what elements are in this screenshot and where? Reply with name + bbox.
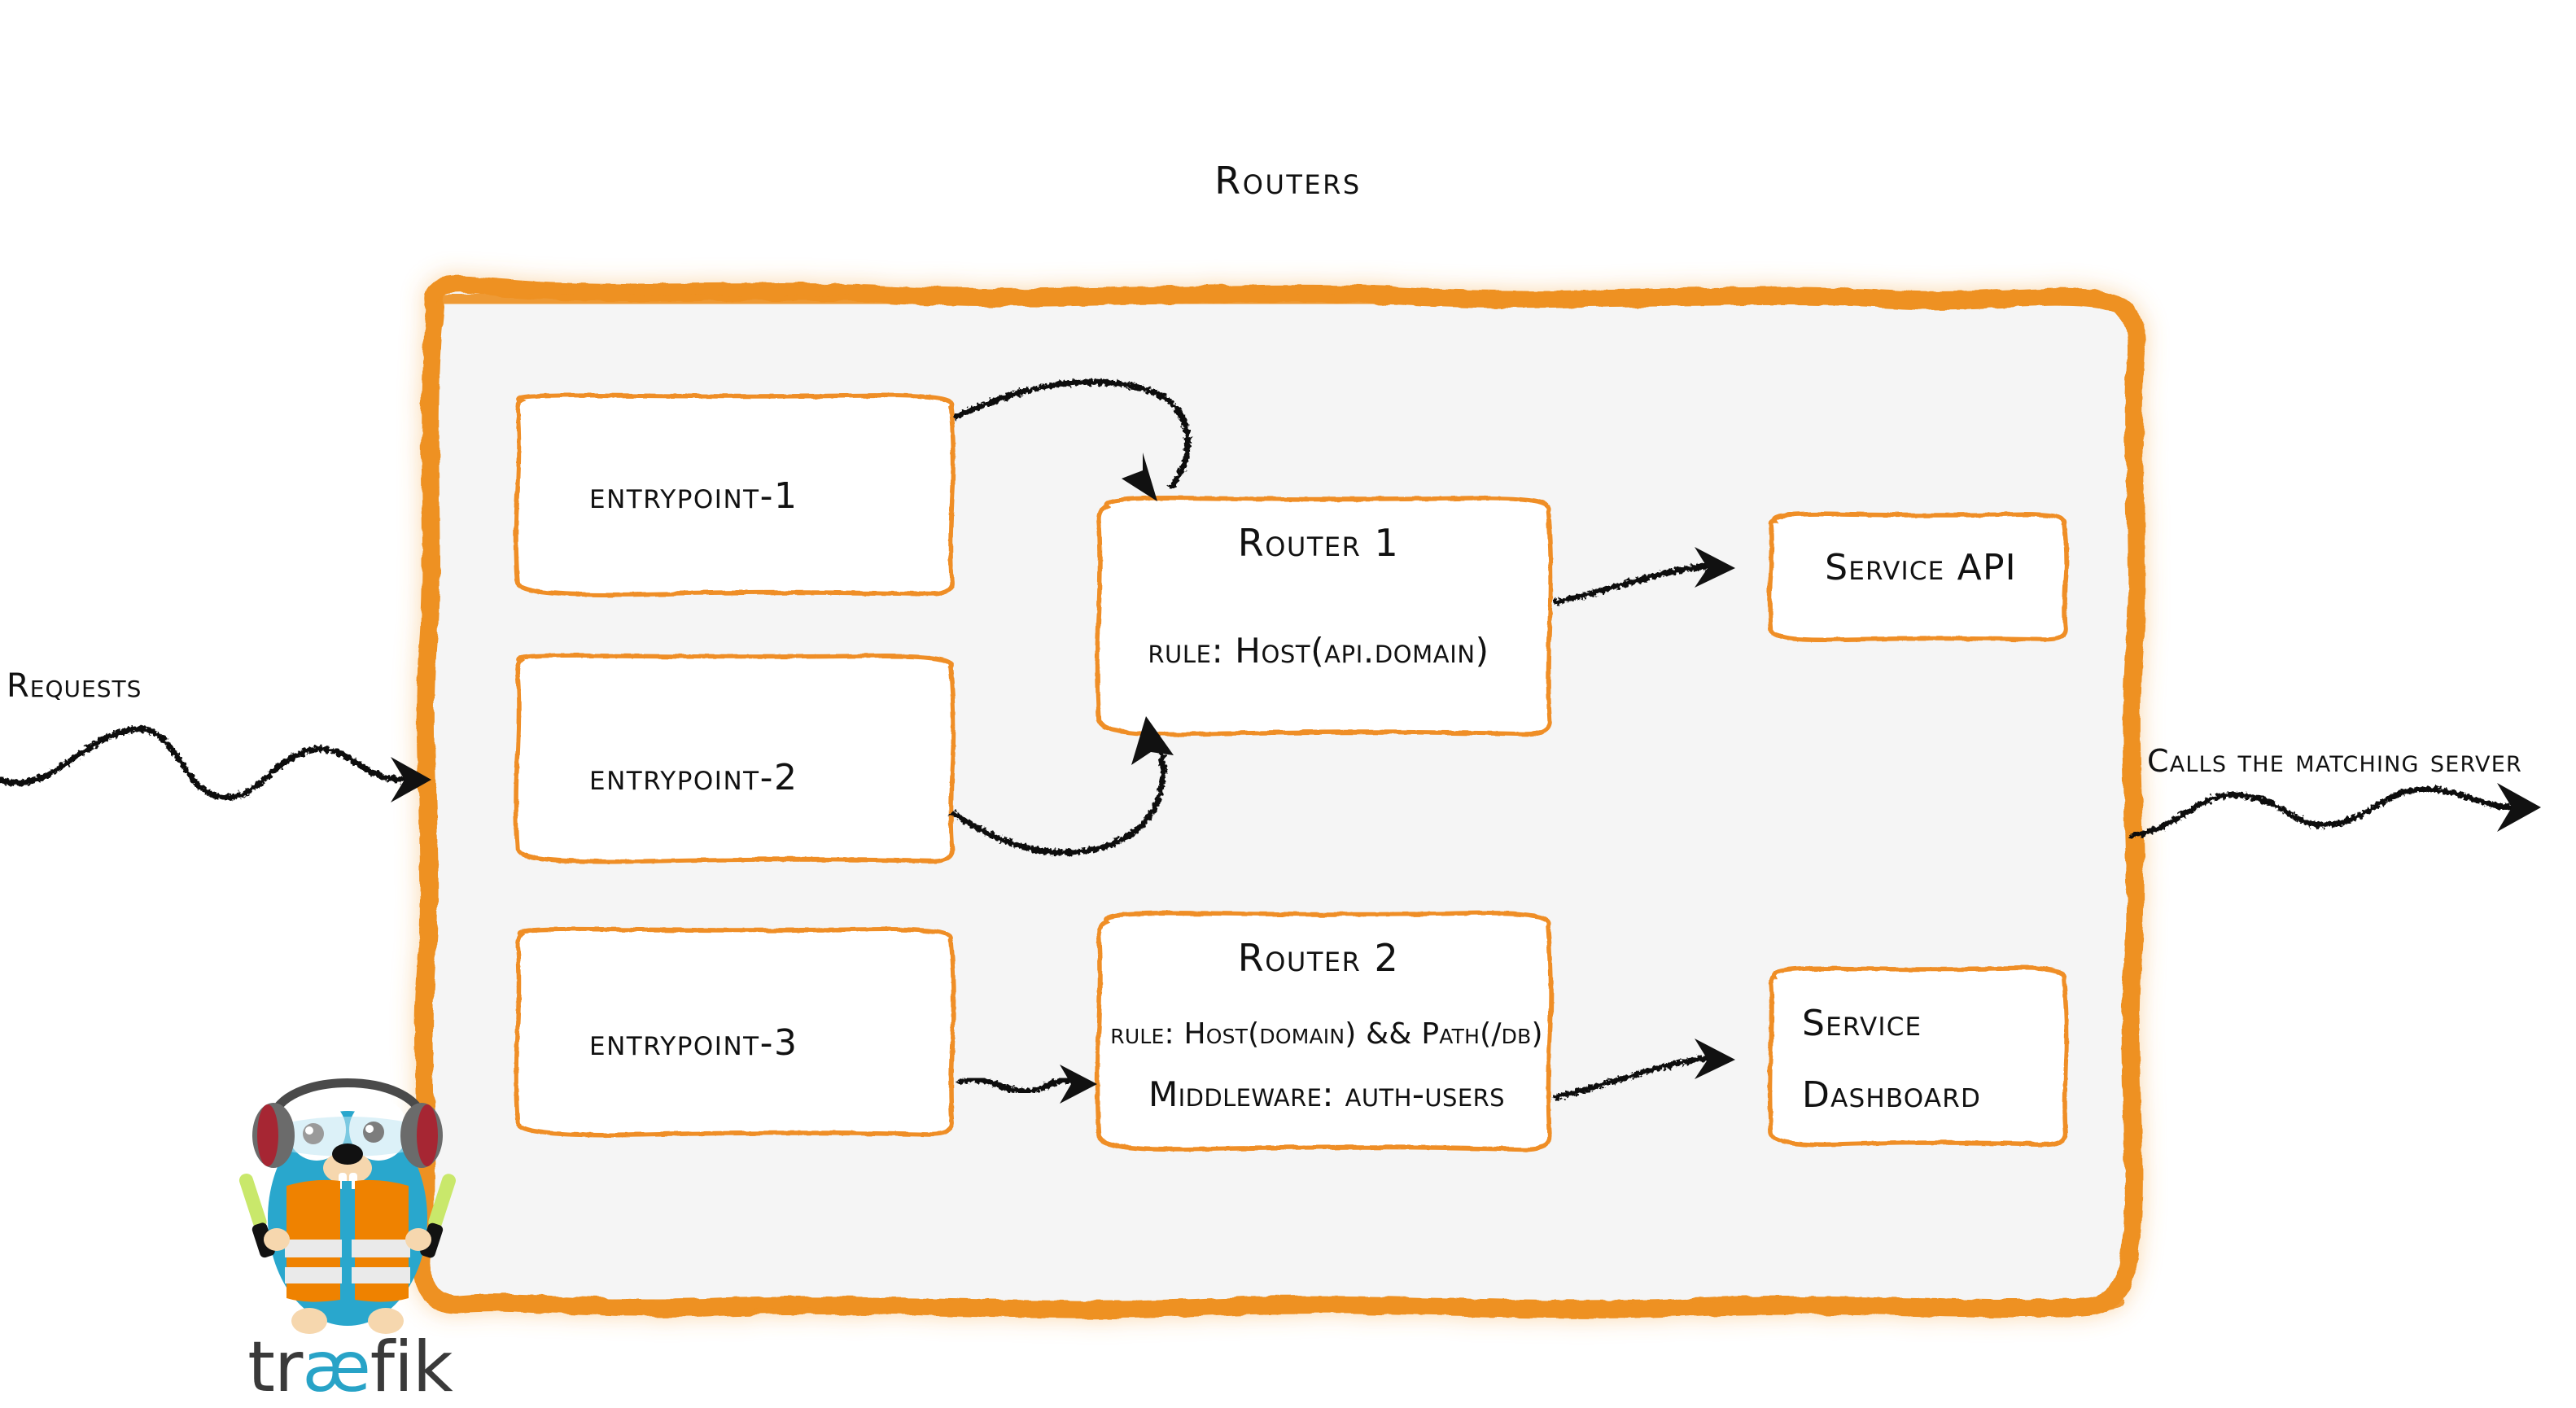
service-dashboard-box[interactable] (1767, 965, 2069, 1147)
router-2-title: Router 2 (1237, 936, 1400, 980)
router-2-box[interactable] (1095, 910, 1554, 1152)
arrow-requests-in (0, 726, 431, 802)
service-dashboard-label-line2: Dashboard (1802, 1074, 1982, 1116)
arrow-entrypoint2-router1 (951, 716, 1174, 856)
wordmark-ligature: æ (302, 1327, 370, 1408)
arrow-router2-servicedashboard (1553, 1039, 1735, 1100)
entrypoint-3-label: entrypoint-3 (589, 1022, 798, 1064)
entrypoint-1-label: entrypoint-1 (589, 475, 798, 517)
router-1-rule: rule: Host(api.domain) (1148, 631, 1489, 671)
entrypoint-1-box[interactable] (514, 392, 956, 597)
arrow-calls-out (2129, 783, 2541, 838)
calls-matching-server-label: Calls the matching server (2147, 743, 2522, 779)
entrypoint-3-box[interactable] (514, 926, 956, 1138)
router-1-box[interactable] (1095, 495, 1554, 737)
service-api-label: Service API (1825, 547, 2017, 588)
arrow-entrypoint1-router1 (953, 378, 1192, 501)
service-api-box[interactable] (1767, 511, 2069, 642)
router-2-rule: rule: Host(domain) && Path(/db) (1110, 1017, 1543, 1051)
wordmark-part2: fik (370, 1327, 453, 1408)
traefik-wordmark: træfik (228, 1327, 472, 1408)
wordmark-part1: tr (247, 1327, 303, 1408)
router-2-middleware: Middleware: auth-users (1148, 1074, 1505, 1114)
page-title: Routers (1214, 159, 1362, 203)
entrypoint-2-box[interactable] (514, 653, 956, 864)
entrypoint-2-label: entrypoint-2 (589, 757, 798, 798)
router-1-title: Router 1 (1237, 521, 1400, 565)
requests-label: Requests (7, 667, 142, 705)
service-dashboard-label-line1: Service (1802, 1003, 1922, 1044)
arrow-entrypoint3-router2 (957, 1065, 1097, 1104)
arrow-router1-serviceapi (1553, 547, 1735, 606)
traefik-gopher-mascot (238, 1078, 456, 1334)
